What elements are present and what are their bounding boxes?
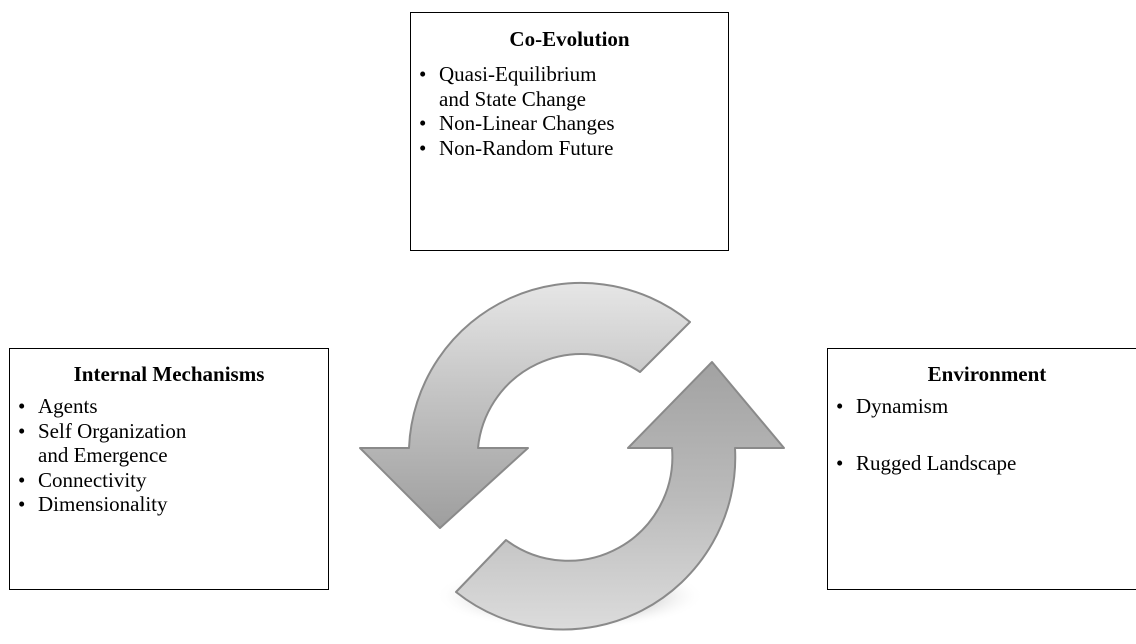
bullet-icon: • [18, 467, 26, 492]
internal-mechanisms-item: • Self Organization and Emergence [10, 419, 328, 468]
coevolution-list: • Quasi-Equilibrium and State Change • N… [411, 62, 728, 160]
environment-item-text: Rugged Landscape [856, 450, 1017, 475]
internal-mechanisms-item: • Connectivity [10, 468, 328, 493]
internal-mechanisms-item: • Agents [10, 394, 328, 419]
cycle-arrow-bottom [455, 361, 785, 631]
bullet-icon: • [419, 62, 427, 86]
environment-title: Environment [927, 362, 1047, 386]
coevolution-item-text-cont: and State Change [439, 86, 586, 111]
environment-item: • Dynamism [828, 394, 1136, 419]
coevolution-item-text: Non-Random Future [439, 135, 614, 160]
coevolution-title: Co-Evolution [509, 27, 630, 51]
coevolution-item-text: Quasi-Equilibrium [439, 62, 597, 86]
internal-mechanisms-item-text: Connectivity [38, 467, 147, 492]
bullet-icon: • [419, 111, 427, 135]
internal-mechanisms-item-text: Agents [38, 394, 98, 418]
bullet-icon: • [18, 418, 26, 443]
environment-item: • Rugged Landscape [828, 451, 1136, 476]
coevolution-item: • Non-Random Future [411, 136, 728, 161]
cycle-arrow-top [359, 281, 691, 529]
coevolution-item-text: Non-Linear Changes [439, 111, 615, 135]
bullet-icon: • [836, 450, 844, 475]
environment-box: Environment • Dynamism • Rugged Landscap… [827, 348, 1136, 590]
bullet-icon: • [419, 135, 427, 160]
internal-mechanisms-item: • Dimensionality [10, 492, 328, 517]
bullet-icon: • [836, 394, 844, 418]
internal-mechanisms-item-text-cont: and Emergence [38, 443, 168, 467]
internal-mechanisms-box: Internal Mechanisms • Agents • Self Orga… [9, 348, 329, 590]
environment-item-text: Dynamism [856, 394, 949, 418]
internal-mechanisms-item-text: Dimensionality [38, 492, 168, 516]
bullet-icon: • [18, 394, 26, 418]
internal-mechanisms-list: • Agents • Self Organization and Emergen… [10, 394, 328, 517]
internal-mechanisms-title: Internal Mechanisms [73, 362, 265, 386]
bullet-icon: • [18, 492, 26, 516]
coevolution-item: • Quasi-Equilibrium and State Change [411, 62, 728, 111]
refresh-cycle-icon [359, 281, 785, 631]
internal-mechanisms-item-text: Self Organization [38, 418, 187, 443]
environment-list: • Dynamism • Rugged Landscape [828, 394, 1136, 475]
coevolution-item: • Non-Linear Changes [411, 111, 728, 136]
coevolution-box: Co-Evolution • Quasi-Equilibrium and Sta… [410, 12, 729, 251]
